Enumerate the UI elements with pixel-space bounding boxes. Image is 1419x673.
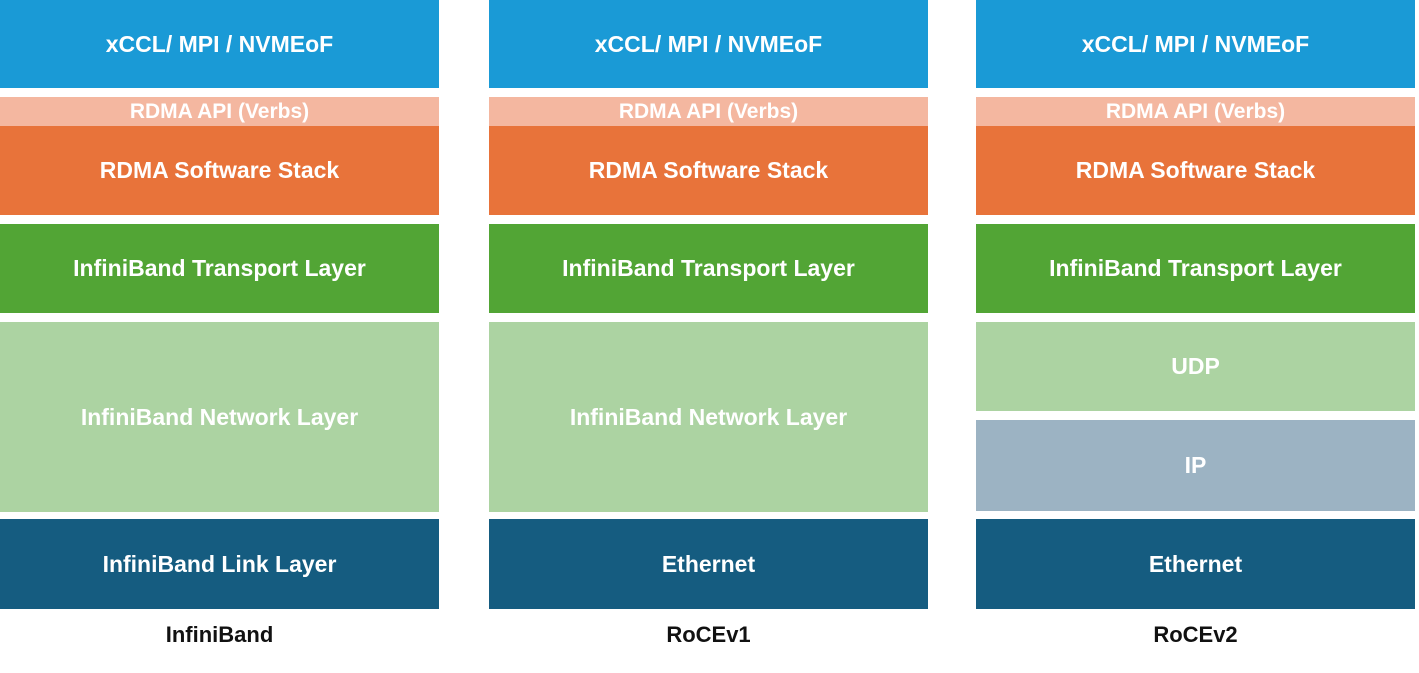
layer-network: InfiniBand Network Layer bbox=[489, 322, 928, 512]
stack-caption-infiniband: InfiniBand bbox=[165, 622, 274, 647]
layer-transport: InfiniBand Transport Layer bbox=[489, 224, 928, 313]
layer-rdma-api: RDMA API (Verbs) bbox=[976, 97, 1415, 126]
layer-udp: UDP bbox=[976, 322, 1415, 411]
layer-rdma-api: RDMA API (Verbs) bbox=[489, 97, 928, 126]
layer-application: xCCL/ MPI / NVMEoF bbox=[489, 0, 928, 88]
layer-rdma-software-stack: RDMA Software Stack bbox=[0, 126, 439, 215]
layer-rdma-api: RDMA API (Verbs) bbox=[0, 97, 439, 126]
layer-ip: IP bbox=[976, 420, 1415, 511]
layer-rdma-software-stack: RDMA Software Stack bbox=[976, 126, 1415, 215]
layer-network: InfiniBand Network Layer bbox=[0, 322, 439, 512]
layer-link: Ethernet bbox=[489, 519, 928, 609]
layer-transport: InfiniBand Transport Layer bbox=[0, 224, 439, 313]
layer-application: xCCL/ MPI / NVMEoF bbox=[976, 0, 1415, 88]
layer-application: xCCL/ MPI / NVMEoF bbox=[0, 0, 439, 88]
layer-link: InfiniBand Link Layer bbox=[0, 519, 439, 609]
layer-transport: InfiniBand Transport Layer bbox=[976, 224, 1415, 313]
stack-caption-rocev1: RoCEv1 bbox=[666, 622, 751, 647]
layer-rdma-software-stack: RDMA Software Stack bbox=[489, 126, 928, 215]
layer-link: Ethernet bbox=[976, 519, 1415, 609]
stack-caption-rocev2: RoCEv2 bbox=[1153, 622, 1238, 647]
